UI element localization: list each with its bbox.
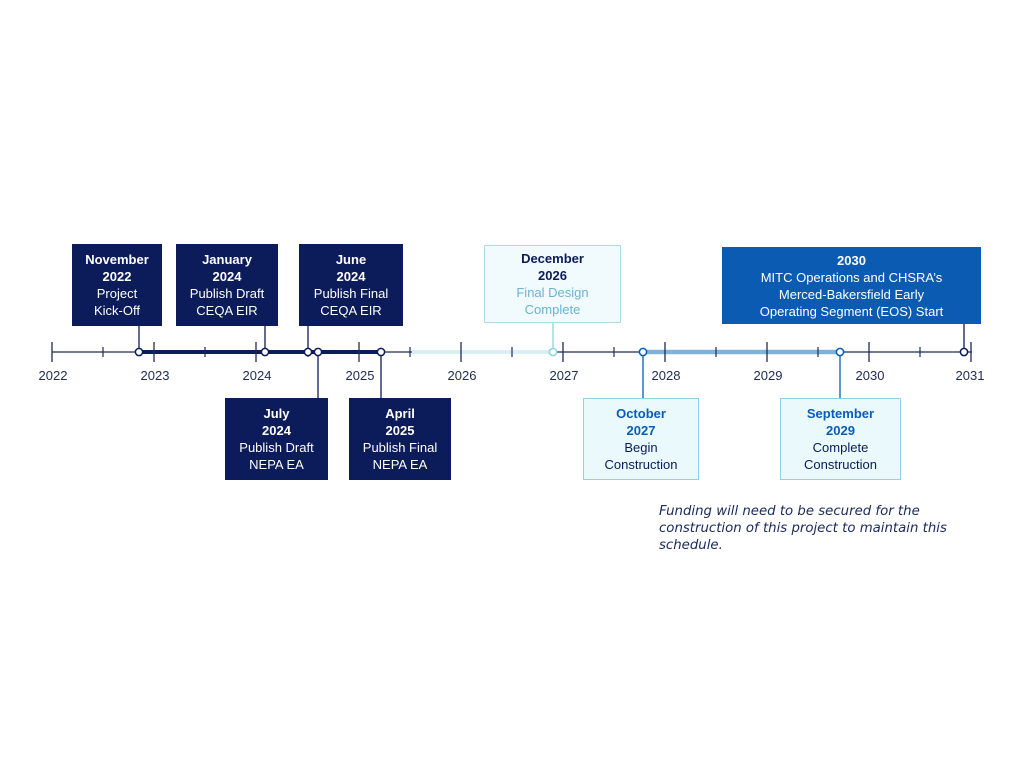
milestone-2030: 2030 MITC Operations and CHSRA’s Merced-…	[722, 247, 981, 324]
milestone-dec-2026: December 2026 Final Design Complete	[484, 245, 621, 323]
milestone-month: December	[521, 251, 584, 266]
milestone-desc: Project Kick-Off	[94, 286, 140, 318]
milestone-desc: Publish Final CEQA EIR	[313, 286, 389, 318]
year-label-2029: 2029	[753, 368, 783, 383]
marker-apr-2025	[376, 347, 386, 357]
milestone-desc: Final Design Complete	[516, 285, 589, 317]
milestone-year: 2029	[826, 423, 855, 438]
marker-nov-2022	[134, 347, 144, 357]
year-label-2023: 2023	[140, 368, 170, 383]
year-label-2024: 2024	[242, 368, 272, 383]
milestone-apr-2025: April 2025 Publish Final NEPA EA	[349, 398, 451, 480]
milestone-month: November	[85, 252, 149, 267]
milestone-year: 2024	[262, 423, 291, 438]
year-label-2026: 2026	[447, 368, 477, 383]
marker-sep-2029	[835, 347, 845, 357]
marker-jun-2024	[303, 347, 313, 357]
milestone-desc: MITC Operations and CHSRA’s Merced-Baker…	[759, 269, 944, 319]
milestone-year: 2025	[385, 423, 415, 438]
milestone-month: January	[202, 252, 252, 267]
year-label-2027: 2027	[549, 368, 579, 383]
milestone-desc: Begin Construction	[604, 440, 678, 472]
milestone-year: 2027	[626, 423, 656, 438]
year-label-2028: 2028	[651, 368, 681, 383]
milestone-oct-2027: October 2027 Begin Construction	[583, 398, 699, 480]
year-label-2025: 2025	[345, 368, 375, 383]
milestone-month: April	[385, 406, 415, 421]
milestone-month: October	[616, 406, 666, 421]
milestone-year: 2022	[102, 269, 132, 284]
milestone-nov-2022: November 2022 Project Kick-Off	[72, 244, 162, 326]
year-label-2030: 2030	[855, 368, 885, 383]
milestone-desc: Publish Draft CEQA EIR	[189, 286, 265, 318]
markers	[134, 347, 969, 357]
milestone-month: June	[335, 252, 367, 267]
milestone-desc: Publish Draft NEPA EA	[239, 440, 314, 472]
milestone-jun-2024: June 2024 Publish Final CEQA EIR	[299, 244, 403, 326]
milestone-year: 2030	[837, 252, 866, 268]
milestone-month: July	[263, 406, 290, 421]
connectors	[138, 322, 965, 398]
year-ticks	[51, 342, 972, 362]
marker-oct-2027	[638, 347, 648, 357]
milestone-sep-2029: September 2029 Complete Construction	[780, 398, 901, 480]
milestone-month: September	[806, 406, 875, 421]
year-label-2031: 2031	[955, 368, 985, 383]
marker-jan-2024	[260, 347, 270, 357]
funding-note: Funding will need to be secured for the …	[659, 504, 947, 553]
milestone-desc: Publish Final NEPA EA	[362, 440, 438, 472]
marker-dec-2026	[548, 347, 558, 357]
milestone-desc: Complete Construction	[804, 440, 877, 472]
milestone-jul-2024: July 2024 Publish Draft NEPA EA	[225, 398, 328, 480]
marker-jul-2024	[313, 347, 323, 357]
marker-2030	[959, 347, 969, 357]
milestone-year: 2024	[212, 269, 242, 284]
milestone-year: 2024	[336, 269, 366, 284]
milestone-jan-2024: January 2024 Publish Draft CEQA EIR	[176, 244, 278, 326]
milestone-year: 2026	[538, 268, 567, 283]
year-label-2022: 2022	[38, 368, 68, 383]
